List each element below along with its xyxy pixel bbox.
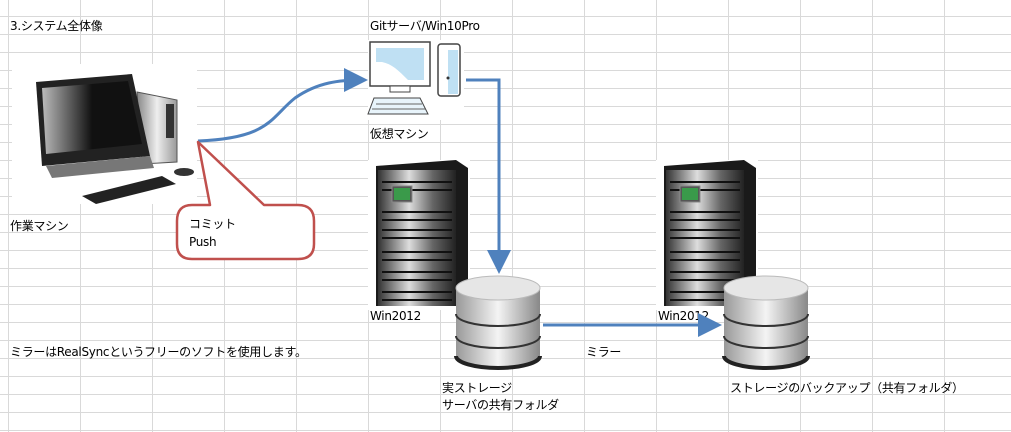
main-storage-label-line2: サーバの共有フォルダ xyxy=(442,398,559,412)
virtual-machine-pc-icon xyxy=(367,41,461,115)
server-rack-icon xyxy=(376,160,468,306)
database-icon xyxy=(454,275,542,370)
main-server-label: Win2012 xyxy=(370,309,421,323)
page-title: 3.システム全体像 xyxy=(10,19,103,33)
callout-commit-text: コミット xyxy=(189,217,236,231)
desktop-computer-icon xyxy=(36,74,194,204)
callout-push-text: Push xyxy=(189,235,217,249)
backup-storage-image[interactable] xyxy=(722,274,810,370)
work-machine-image[interactable] xyxy=(12,64,197,204)
git-server-sublabel: 仮想マシン xyxy=(370,127,429,141)
backup-storage-label: ストレージのバックアップ（共有フォルダ） xyxy=(730,381,964,395)
main-storage-image[interactable] xyxy=(454,274,542,370)
git-server-label: Gitサーバ/Win10Pro xyxy=(370,19,480,33)
main-server-image[interactable] xyxy=(368,160,470,310)
backup-server-label: Win2012 xyxy=(658,309,709,323)
mirror-label: ミラー xyxy=(586,345,622,359)
main-storage-label-line1: 実ストレージ xyxy=(442,381,512,395)
database-icon xyxy=(722,275,810,370)
git-server-image[interactable] xyxy=(367,40,464,120)
work-machine-label: 作業マシン xyxy=(10,219,69,233)
mirror-note: ミラーはRealSyncというフリーのソフトを使用します。 xyxy=(10,345,307,359)
